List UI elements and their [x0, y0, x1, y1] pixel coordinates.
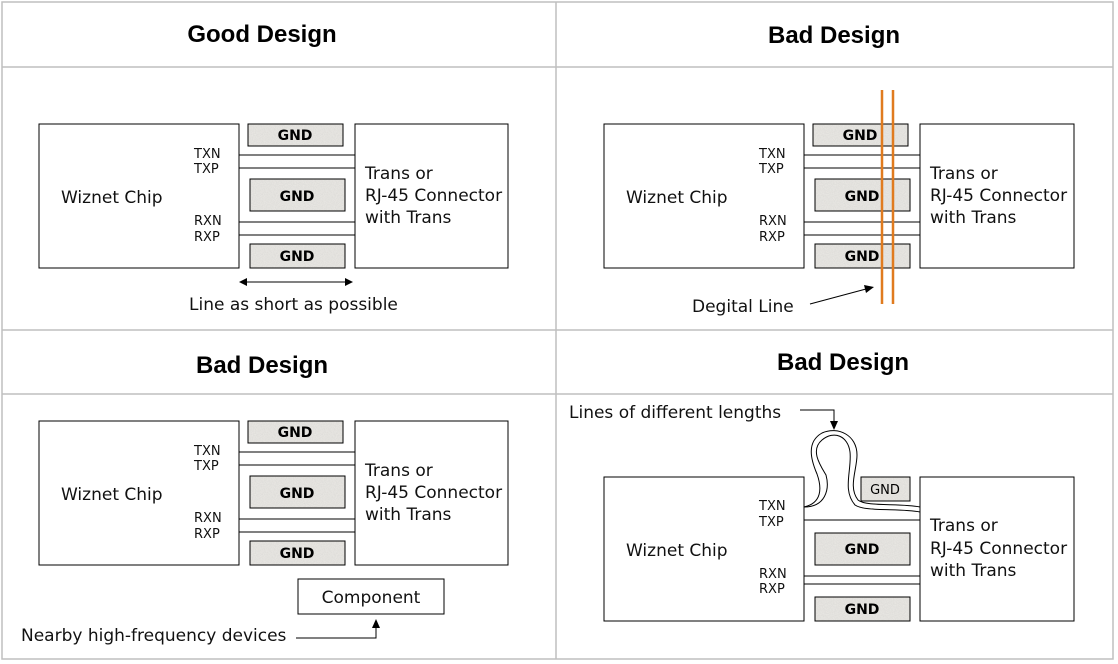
- chip-label: Wiznet Chip: [626, 188, 728, 208]
- gnd-label: GND: [843, 128, 878, 144]
- connector-label-line1: Trans or: [929, 516, 998, 536]
- panel-title: Bad Design: [777, 349, 909, 376]
- pin-txn: TXN: [758, 147, 786, 162]
- connector-label-line3: with Trans: [365, 505, 452, 525]
- pin-rxp: RXP: [759, 230, 785, 245]
- gnd-pad: [249, 540, 346, 566]
- pin-rxn: RXN: [194, 511, 222, 526]
- gnd-label: GND: [278, 425, 313, 441]
- connector-label-line2: RJ-45 Connector: [365, 483, 502, 503]
- annotation-pointer: [809, 288, 867, 305]
- wiznet-chip-box: [603, 476, 805, 622]
- connector-label-line3: with Trans: [365, 208, 452, 228]
- pin-rxn: RXN: [194, 214, 222, 229]
- panel-bad-design-line-lengths: Bad Design Lines of different lengths Wi…: [569, 349, 1075, 622]
- pin-rxn: RXN: [759, 567, 787, 582]
- wiznet-chip-box: [38, 123, 240, 269]
- connector-label-line2: RJ-45 Connector: [930, 186, 1067, 206]
- gnd-pad: [860, 476, 911, 502]
- gnd-label: GND: [280, 546, 315, 562]
- pin-txp: TXP: [758, 162, 784, 177]
- gnd-pad: [249, 178, 346, 212]
- gnd-pad: [814, 532, 911, 566]
- pin-rxp: RXP: [194, 527, 220, 542]
- gnd-label: GND: [845, 602, 880, 618]
- gnd-pad: [814, 596, 911, 622]
- panel-bad-design-digital-line: Bad Design Wiznet Chip TXN TXP RXN RXP G…: [603, 22, 1075, 317]
- panel-bad-design-component: Bad Design Wiznet Chip TXN TXP RXN RXP G…: [21, 352, 509, 646]
- annotation-text: Degital Line: [692, 297, 794, 317]
- gnd-label: GND: [870, 483, 900, 498]
- arrow-head: [372, 619, 380, 628]
- gnd-label: GND: [845, 249, 880, 265]
- panel-title: Bad Design: [768, 22, 900, 49]
- connector-label-line1: Trans or: [364, 164, 433, 184]
- arrow-head-right: [345, 278, 353, 286]
- connector-label-line3: with Trans: [930, 208, 1017, 228]
- wiznet-chip-box: [38, 420, 240, 566]
- chip-label: Wiznet Chip: [61, 188, 163, 208]
- gnd-label: GND: [278, 128, 313, 144]
- arrow-head: [864, 285, 874, 293]
- pin-txn: TXN: [193, 444, 221, 459]
- pin-txn: TXN: [758, 499, 786, 514]
- connector-box: [919, 476, 1075, 622]
- pin-txp: TXP: [193, 459, 219, 474]
- gnd-label: GND: [280, 249, 315, 265]
- panel-good-design: Good Design Wiznet Chip TXN TXP RXN RXP …: [38, 21, 509, 315]
- connector-box: [354, 420, 509, 566]
- panel-title: Good Design: [187, 21, 336, 48]
- annotation-text: Lines of different lengths: [569, 403, 781, 423]
- pin-txp: TXP: [193, 162, 219, 177]
- arrow-head-left: [239, 278, 247, 286]
- annotation-text: Nearby high-frequency devices: [21, 626, 287, 646]
- pin-rxp: RXP: [194, 230, 220, 245]
- connector-box: [919, 123, 1075, 269]
- gnd-pad: [812, 123, 909, 147]
- gnd-label: GND: [845, 542, 880, 558]
- arrow-head: [830, 421, 838, 430]
- chip-label: Wiznet Chip: [626, 541, 728, 561]
- component-label: Component: [322, 588, 421, 608]
- wiznet-chip-box: [603, 123, 805, 269]
- pin-txn: TXN: [193, 147, 221, 162]
- gnd-pad: [249, 475, 346, 509]
- annotation-pointer: [296, 628, 377, 639]
- pin-rxp: RXP: [759, 582, 785, 597]
- pin-txp: TXP: [758, 515, 784, 530]
- connector-label-line3: with Trans: [930, 561, 1017, 581]
- panel-title: Bad Design: [196, 352, 328, 379]
- pin-rxn: RXN: [759, 214, 787, 229]
- connector-label-line1: Trans or: [364, 461, 433, 481]
- gnd-pad: [249, 243, 346, 269]
- component-box: [297, 578, 445, 615]
- chip-label: Wiznet Chip: [61, 485, 163, 505]
- gnd-label: GND: [280, 486, 315, 502]
- connector-label-line2: RJ-45 Connector: [365, 186, 502, 206]
- gnd-pad: [247, 123, 344, 147]
- connector-label-line1: Trans or: [929, 164, 998, 184]
- connector-box: [354, 123, 509, 269]
- annotation-text: Line as short as possible: [189, 295, 398, 315]
- gnd-pad: [247, 420, 344, 444]
- gnd-label: GND: [280, 189, 315, 205]
- gnd-label: GND: [845, 189, 880, 205]
- trace-txn-long-inner: [803, 430, 921, 508]
- annotation-pointer: [800, 409, 835, 422]
- connector-label-line2: RJ-45 Connector: [930, 539, 1067, 559]
- trace-txn-long: [803, 434, 921, 513]
